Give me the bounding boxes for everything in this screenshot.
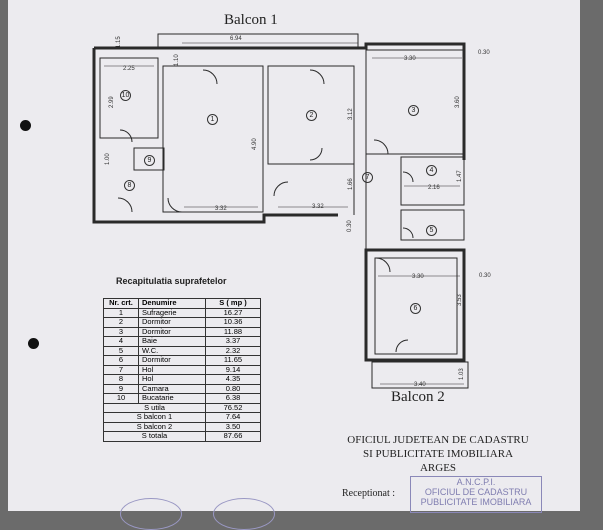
- recap-header-nr: Nr. crt.: [103, 298, 139, 309]
- kitchen-outline: [99, 57, 159, 139]
- dim-label: 3.30: [412, 274, 424, 280]
- dim-label: 4.90: [252, 138, 258, 150]
- dim-label: 2.25: [123, 66, 135, 72]
- cell-area: 4.35: [205, 374, 261, 385]
- floor-plan-drawing: [92, 33, 469, 389]
- door-arc: [202, 69, 218, 85]
- stamp-line-1: A.N.C.P.I.: [456, 477, 496, 487]
- office-line-3: ARGES: [419, 462, 457, 474]
- receptionat-label: Receptionat :: [342, 488, 396, 499]
- dim-label: 0.30: [347, 220, 353, 232]
- dim-label: 3.30: [404, 56, 416, 62]
- dim-label: 2.99: [109, 96, 115, 108]
- room-number-4: 4: [426, 165, 437, 176]
- balcony-1-outline: [157, 33, 359, 49]
- dim-label: 0.30: [478, 50, 490, 56]
- recap-header-area: S ( mp ): [205, 298, 261, 309]
- cell-nr: 10: [103, 393, 139, 404]
- cell-nr: 2: [103, 317, 139, 328]
- cell-nr: 6: [103, 355, 139, 366]
- ancpi-stamp: A.N.C.P.I. OFICIUL DE CADASTRU PUBLICITA…: [410, 476, 542, 513]
- total-label: S balcon 1: [103, 412, 206, 423]
- dim-label: 1.10: [174, 54, 180, 66]
- dim-label: 3.40: [414, 382, 426, 388]
- cell-name: Dormitor: [138, 355, 206, 366]
- stamp-line-2: OFICIUL DE CADASTRU: [424, 487, 528, 497]
- room-number-8: 8: [124, 180, 135, 191]
- cell-nr: 8: [103, 374, 139, 385]
- living-room-outline: [162, 65, 264, 213]
- stamp-line-3: PUBLICITATE IMOBILIARA: [420, 497, 532, 507]
- dim-label: 1.00: [105, 153, 111, 165]
- dim-label: 3.12: [348, 108, 354, 120]
- office-line-1: OFICIUL JUDETEAN DE CADASTRU: [347, 434, 529, 446]
- binder-hole: [28, 338, 39, 349]
- balcony-2-label: Balcon 2: [391, 389, 445, 405]
- bedroom-6-outline: [364, 248, 466, 362]
- cell-name: Bucatarie: [138, 393, 206, 404]
- dim-label: 1.15: [116, 36, 122, 48]
- cell-name: Baie: [138, 336, 206, 347]
- room-number-1: 1: [207, 114, 218, 125]
- floor-plan-sheet: Balcon 1 Balcon 2: [8, 0, 580, 530]
- room-number-7: 7: [362, 172, 373, 183]
- dim-label: 3.53: [457, 294, 463, 306]
- room-number-3: 3: [408, 105, 419, 116]
- recap-header-row: Nr. crt. Denumire S ( mp ): [103, 298, 261, 309]
- room-number-6: 6: [410, 303, 421, 314]
- total-value: 87.66: [205, 431, 261, 442]
- room-number-5: 5: [426, 225, 437, 236]
- bedroom-2-outline: [267, 65, 355, 165]
- room-number-10: 10: [120, 90, 131, 101]
- dim-label: 2.16: [428, 185, 440, 191]
- cell-area: 11.65: [205, 355, 261, 366]
- dim-label: 1.66: [348, 178, 354, 190]
- hall-walls: [353, 154, 367, 250]
- pantry-outline: [133, 147, 165, 171]
- wc-outline: [400, 209, 465, 241]
- recap-header-name: Denumire: [138, 298, 206, 309]
- recap-title: Recapitulatia suprafetelor: [116, 276, 227, 286]
- dim-label: 3.32: [215, 206, 227, 212]
- cell-name: Dormitor: [138, 317, 206, 328]
- office-line-2: SI PUBLICITATE IMOBILIARA: [362, 448, 514, 460]
- dim-label: 1.03: [459, 368, 465, 380]
- cell-area: 10.36: [205, 317, 261, 328]
- cell-area: 6.38: [205, 393, 261, 404]
- binder-hole: [20, 120, 31, 131]
- balcony-1-label: Balcon 1: [224, 12, 278, 28]
- dim-label: 6.94: [230, 36, 242, 42]
- round-stamp-left: [120, 498, 182, 530]
- cell-name: Hol: [138, 374, 206, 385]
- dim-label: 3.32: [312, 204, 324, 210]
- balcony-2-outline: [371, 361, 469, 389]
- outer-wall-left-bottom: [92, 48, 338, 224]
- dim-label: 1.47: [457, 170, 463, 182]
- dim-label: 3.60: [455, 96, 461, 108]
- cell-area: 3.37: [205, 336, 261, 347]
- cell-nr: 4: [103, 336, 139, 347]
- round-stamp-right: [213, 498, 275, 530]
- room-number-9: 9: [144, 155, 155, 166]
- dim-label: 0.30: [479, 273, 491, 279]
- bath-outline: [400, 156, 465, 206]
- total-label: S totala: [103, 431, 206, 442]
- room-number-2: 2: [306, 110, 317, 121]
- total-value: 7.64: [205, 412, 261, 423]
- bedroom-3-outline: [365, 49, 465, 155]
- bedroom-6-inner: [374, 257, 458, 355]
